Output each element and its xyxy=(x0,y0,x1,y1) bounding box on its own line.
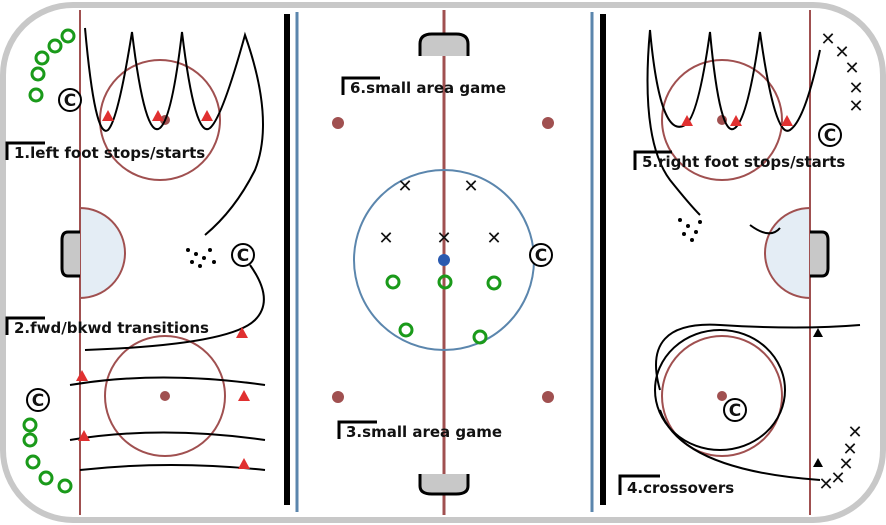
path-drill1 xyxy=(84,27,264,236)
svg-text:✕: ✕ xyxy=(842,439,857,460)
svg-text:✕: ✕ xyxy=(463,176,478,197)
coach-icon: C xyxy=(529,243,553,267)
coaches: C C C C C C xyxy=(26,88,842,422)
coach-icon: C xyxy=(26,388,50,412)
svg-text:✕: ✕ xyxy=(486,228,501,249)
path-drill4 xyxy=(655,323,861,481)
coach-icon: C xyxy=(231,243,255,267)
black-cones xyxy=(813,328,823,467)
label-drill2: 2.fwd/bkwd transitions xyxy=(14,319,209,337)
svg-text:✕: ✕ xyxy=(436,228,451,249)
faceoff-circle xyxy=(99,59,221,181)
faceoff-circle xyxy=(661,59,783,181)
label-drill4: 4.crossovers xyxy=(627,479,734,497)
svg-text:C: C xyxy=(237,246,249,266)
svg-text:C: C xyxy=(824,126,836,146)
svg-text:✕: ✕ xyxy=(847,422,862,443)
coach-icon: C xyxy=(723,398,747,422)
center-faceoff-dot xyxy=(438,254,450,266)
coach-icon: C xyxy=(58,88,82,112)
path-drill4-loop xyxy=(654,329,786,451)
players-o xyxy=(22,28,502,494)
svg-text:✕: ✕ xyxy=(844,58,859,79)
svg-text:✕: ✕ xyxy=(848,96,863,117)
bottom-goal-net xyxy=(418,474,470,496)
right-goal-net xyxy=(810,230,830,278)
label-drill3: 3.small area game xyxy=(346,423,502,441)
left-goal-net xyxy=(60,230,80,278)
top-goal-net xyxy=(418,32,470,56)
faceoff-circle xyxy=(104,335,226,457)
label-drill1: 1.left foot stops/starts xyxy=(14,144,205,162)
path-drill2-top xyxy=(84,264,265,351)
path-drill5-wave xyxy=(749,224,781,235)
svg-text:C: C xyxy=(64,91,76,111)
svg-text:✕: ✕ xyxy=(830,468,845,489)
pucks xyxy=(186,218,702,268)
svg-text:✕: ✕ xyxy=(378,228,393,249)
svg-text:✕: ✕ xyxy=(838,454,853,475)
svg-text:C: C xyxy=(535,246,547,266)
coach-icon: C xyxy=(818,123,842,147)
svg-text:✕: ✕ xyxy=(818,474,833,495)
svg-text:✕: ✕ xyxy=(820,29,835,50)
label-drill6: 6.small area game xyxy=(350,79,506,97)
svg-text:C: C xyxy=(32,391,44,411)
svg-text:✕: ✕ xyxy=(834,42,849,63)
left-crease xyxy=(79,206,126,300)
cones xyxy=(76,110,793,469)
label-drill5: 5.right foot stops/starts xyxy=(642,153,845,171)
faceoff-circle xyxy=(661,335,783,457)
drill-labels: 1.left foot stops/starts 2.fwd/bkwd tran… xyxy=(5,76,845,497)
svg-text:C: C xyxy=(729,401,741,421)
skating-paths xyxy=(69,27,861,481)
svg-text:✕: ✕ xyxy=(397,176,412,197)
players-x: ✕✕ ✕✕✕ ✕✕✕ ✕✕ ✕✕✕ ✕✕ xyxy=(378,29,863,495)
svg-text:✕: ✕ xyxy=(848,78,863,99)
